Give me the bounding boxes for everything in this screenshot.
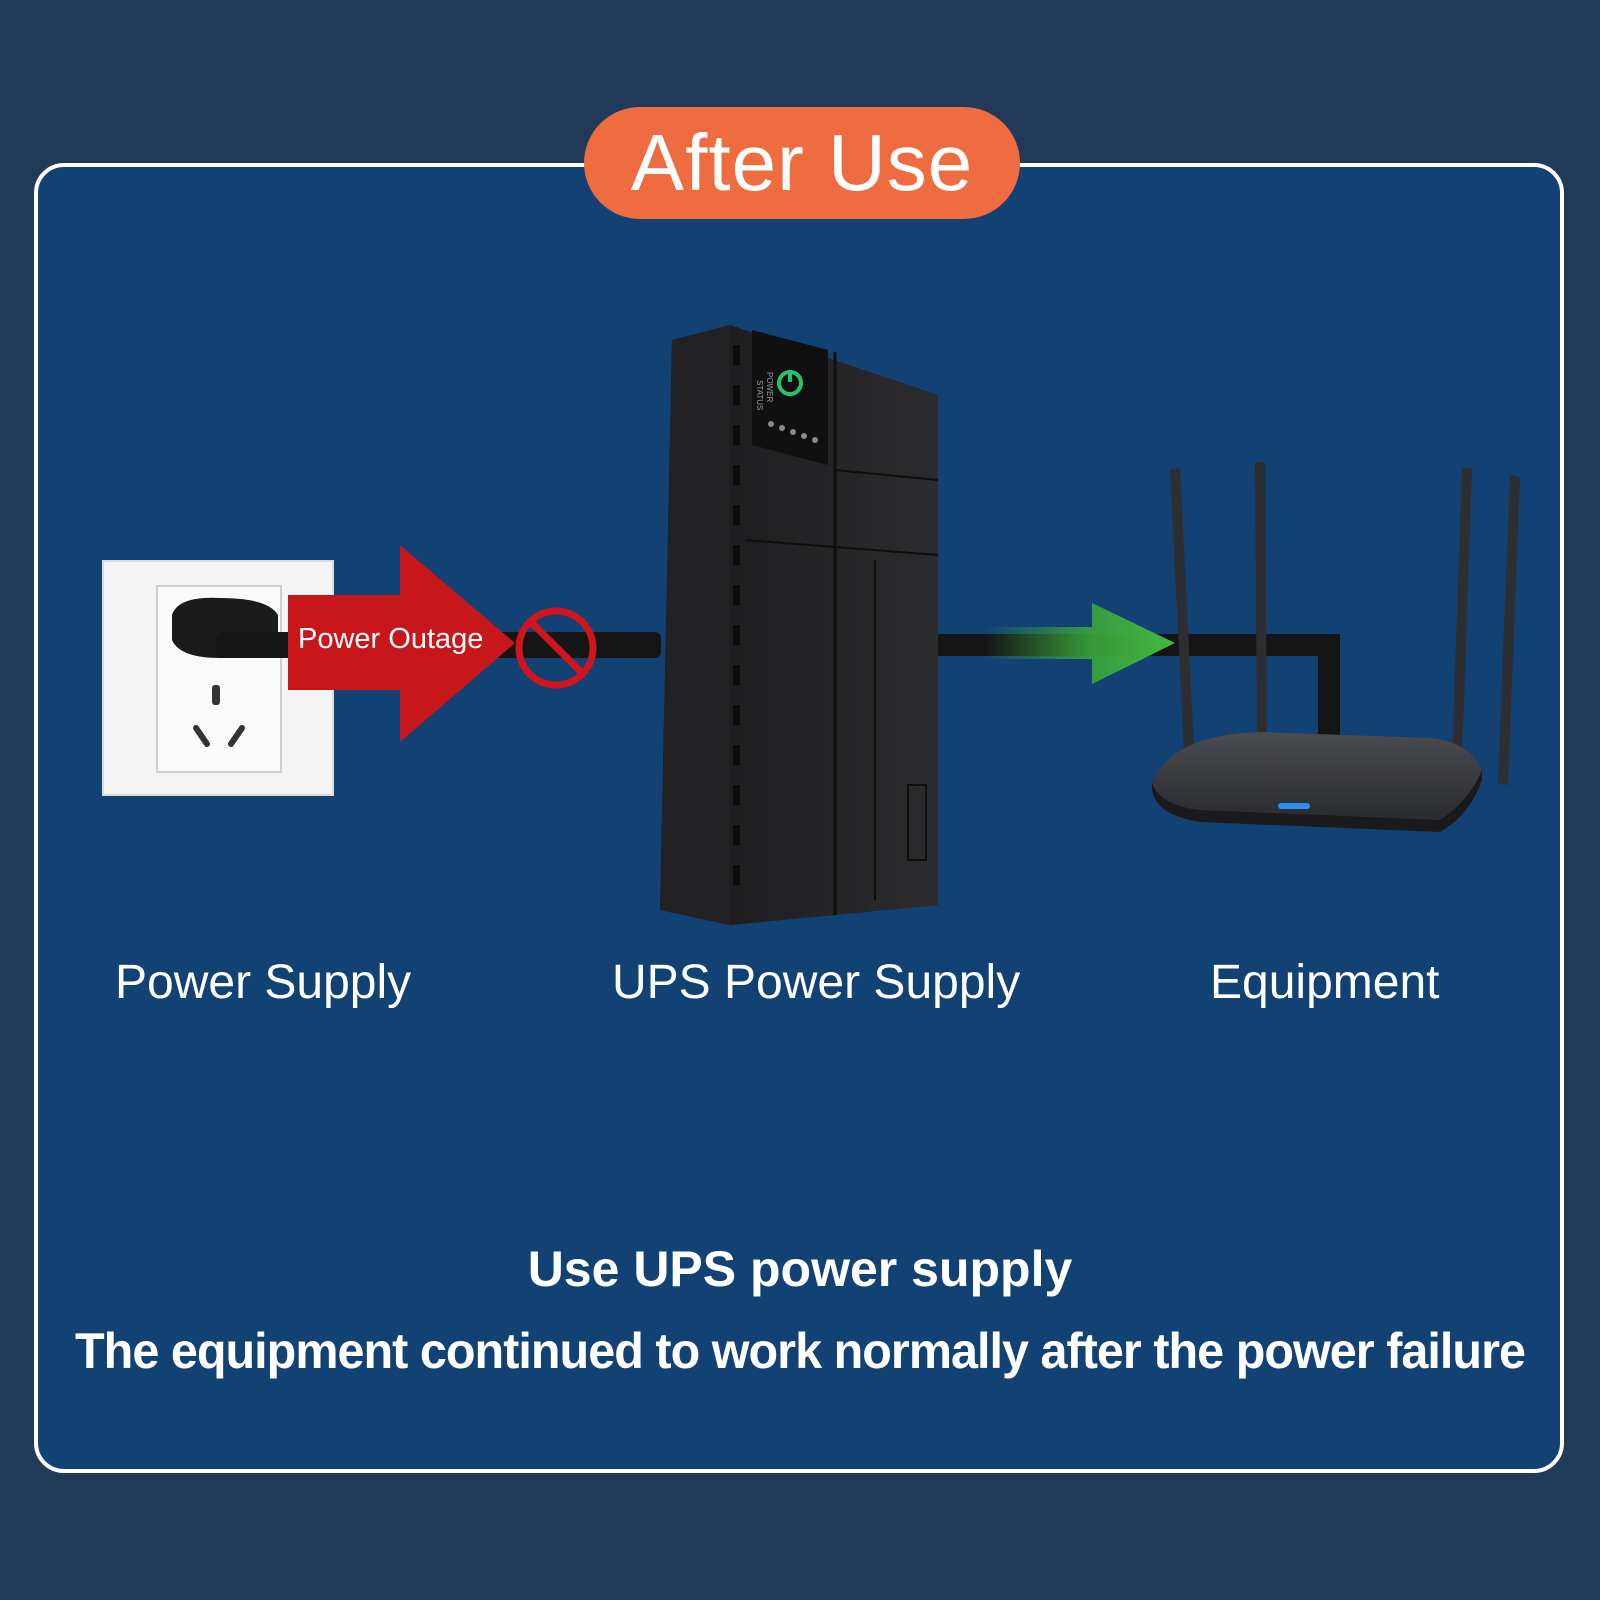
ups-device: POWER STATUS: [660, 325, 939, 925]
caption-line-2: The equipment continued to work normally…: [75, 1323, 1526, 1379]
power-outage-label: Power Outage: [298, 623, 484, 655]
power-flow-arrow: [985, 603, 1175, 684]
header-title: After Use: [584, 107, 1020, 219]
power-supply-label: Power Supply: [115, 956, 412, 1009]
router-device: [1152, 462, 1520, 832]
power-outage-arrow: [288, 545, 515, 742]
router-status-led: [1278, 803, 1310, 809]
ups-panel-power-text: POWER: [765, 372, 774, 402]
equipment-label: Equipment: [1210, 956, 1440, 1009]
ups-power-supply-label: UPS Power Supply: [612, 956, 1021, 1009]
ups-panel-status-text: STATUS: [755, 380, 764, 410]
no-entry-icon: [515, 607, 597, 689]
caption-line-1: Use UPS power supply: [527, 1241, 1073, 1297]
